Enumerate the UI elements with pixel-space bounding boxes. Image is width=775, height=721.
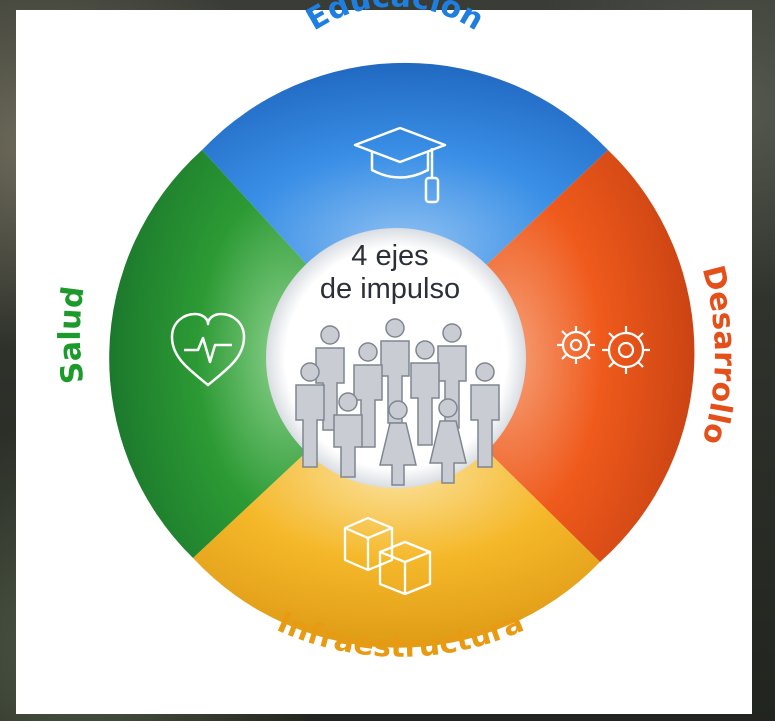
center-title-line2: de impulso: [319, 273, 461, 305]
label-educacion: Educación: [300, 0, 489, 38]
segment-salud: [109, 150, 332, 558]
label-desarrollo: Desarrollo: [695, 262, 742, 448]
label-salud: Salud: [53, 284, 92, 385]
gears-icon: [557, 326, 650, 374]
people-crowd-icon: [295, 318, 500, 486]
segment-desarrollo: [460, 150, 695, 562]
boxes-icon: [343, 516, 432, 596]
heart-pulse-icon: [170, 312, 246, 387]
segment-infraestructura: [193, 426, 600, 648]
center-title-line1: 4 ejes: [351, 240, 429, 272]
graduation-cap-icon: [353, 126, 447, 204]
center-title: 4 ejes de impulso: [300, 240, 480, 306]
